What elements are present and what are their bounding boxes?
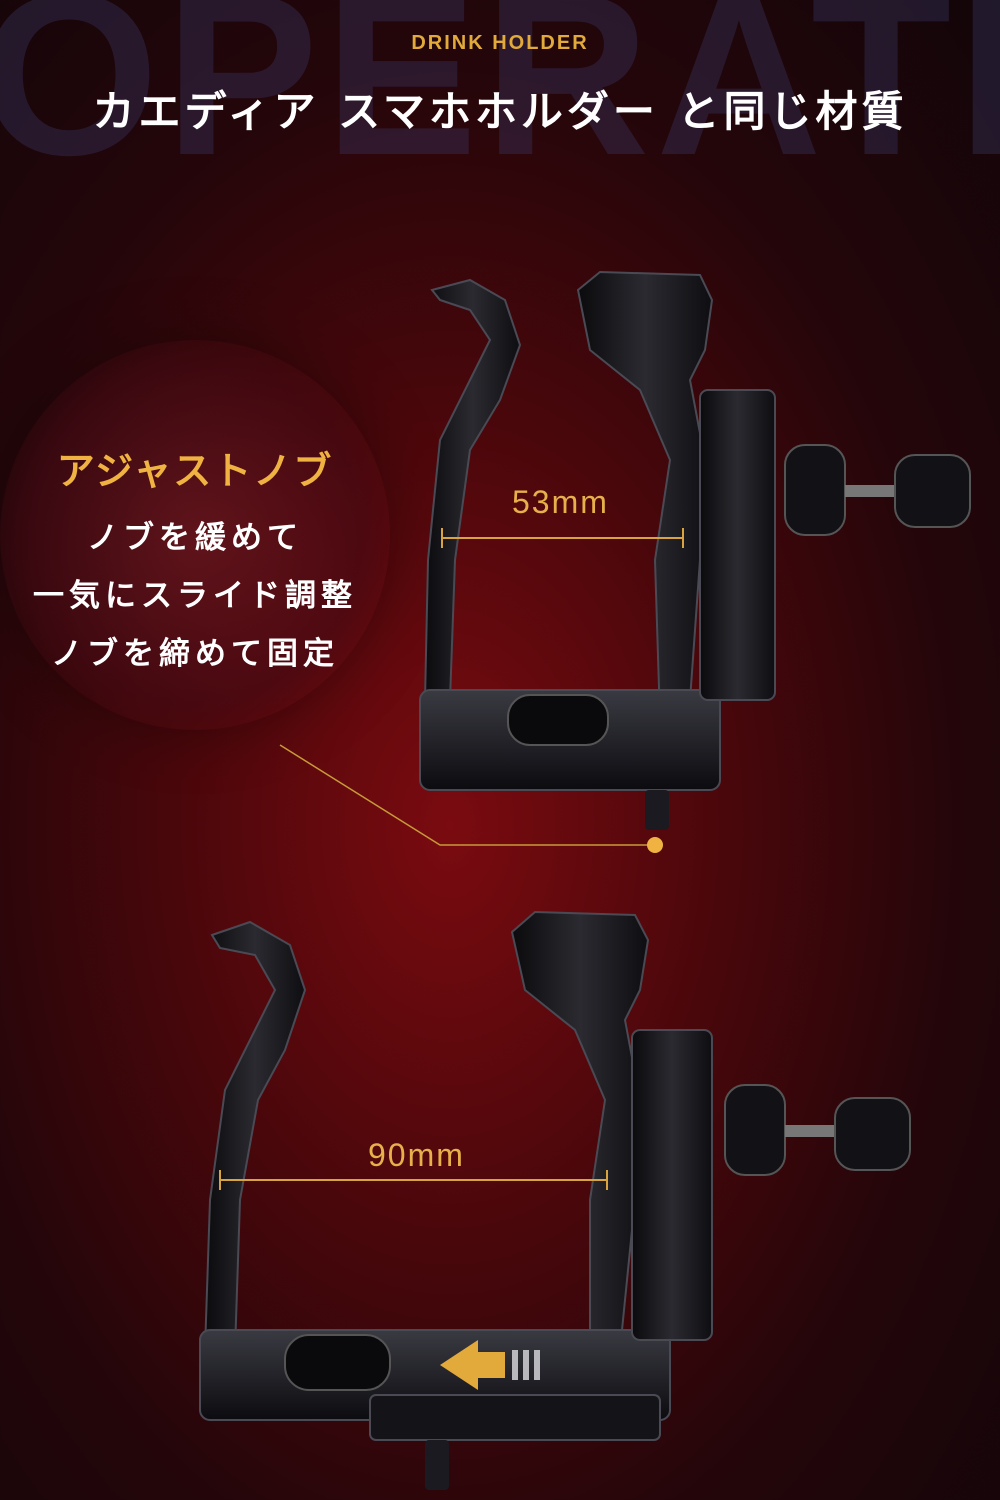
slide-arrow-icon xyxy=(440,1340,540,1390)
knob-marker-dot xyxy=(647,837,663,853)
dimension-label-bottom: 90mm xyxy=(368,1137,465,1173)
callout-title: アジャストノブ xyxy=(56,449,334,493)
dimension-line-bottom xyxy=(219,1170,608,1190)
dimension-label-top: 53mm xyxy=(512,484,609,520)
eyebrow-label: DRINK HOLDER xyxy=(411,32,589,54)
page-title: カエディア スマホホルダー と同じ材質 xyxy=(92,87,908,136)
holder-top-image xyxy=(419,270,971,830)
callout-circle xyxy=(0,340,390,730)
dimension-line-top xyxy=(441,528,684,548)
callout-line-1: ノブを緩めて xyxy=(87,520,303,556)
callout-line-2: 一気にスライド調整 xyxy=(33,578,357,614)
holder-bottom-image xyxy=(199,910,911,1490)
background-watermark-text: OPERATION xyxy=(0,0,1000,203)
callout-line-3: ノブを締めて固定 xyxy=(51,636,339,672)
callout-leader-line xyxy=(279,744,655,846)
